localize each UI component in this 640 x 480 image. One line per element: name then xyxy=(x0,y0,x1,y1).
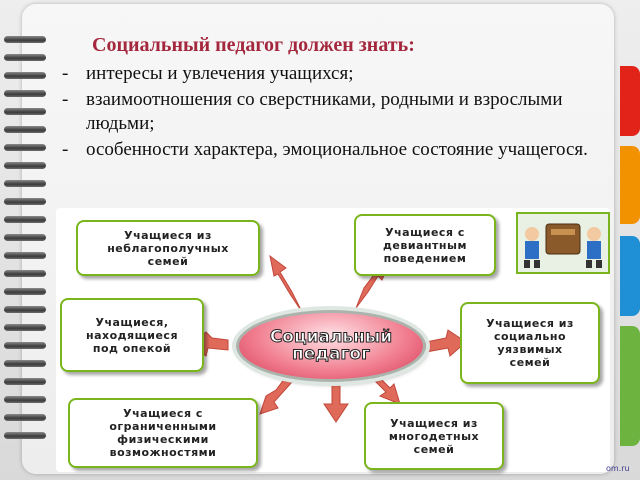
watermark-text: om.ru xyxy=(606,464,630,473)
group-box-under-guardianship: Учащиеся, находящиеся под опекой xyxy=(60,298,204,372)
group-box-dysfunctional-families: Учащиеся из неблагополучных семей xyxy=(76,220,260,276)
ring-icon xyxy=(4,126,46,133)
group-box-socially-vulnerable: Учащиеся из социально уязвимых семей xyxy=(460,302,600,384)
center-ellipse: Социальный педагог xyxy=(236,310,426,382)
ring-icon xyxy=(4,72,46,79)
ring-icon xyxy=(4,198,46,205)
ring-icon xyxy=(4,90,46,97)
arrow-icon xyxy=(269,254,303,313)
tab-orange xyxy=(620,146,640,224)
children-picture-icon xyxy=(524,223,602,268)
group-box-deviant-behavior: Учащиеся с девиантным поведением xyxy=(354,214,496,276)
arrow-icon xyxy=(323,383,349,423)
spiral-rings xyxy=(4,36,46,456)
ring-icon xyxy=(4,378,46,385)
arrow-icon xyxy=(259,373,293,415)
bullet-list: интересы и увлечения учащихся; взаимоотн… xyxy=(60,62,600,164)
group-box-large-families: Учащиеся из многодетных семей xyxy=(364,402,504,470)
ring-icon xyxy=(4,216,46,223)
bullet-item: взаимоотношения со сверстниками, родными… xyxy=(60,88,600,136)
ring-icon xyxy=(4,360,46,367)
arrow-icon xyxy=(425,329,467,357)
tab-green xyxy=(620,326,640,446)
ring-icon xyxy=(4,180,46,187)
children-illustration xyxy=(516,212,610,274)
ring-icon xyxy=(4,396,46,403)
tab-red xyxy=(620,66,640,136)
ring-icon xyxy=(4,108,46,115)
ring-icon xyxy=(4,270,46,277)
bullet-item: интересы и увлечения учащихся; xyxy=(60,62,600,86)
slide-title: Социальный педагог должен знать: xyxy=(92,34,415,56)
ring-icon xyxy=(4,414,46,421)
ring-icon xyxy=(4,432,46,439)
ring-icon xyxy=(4,288,46,295)
ring-icon xyxy=(4,324,46,331)
group-box-disabilities: Учащиеся с ограниченными физическими воз… xyxy=(68,398,258,468)
ring-icon xyxy=(4,342,46,349)
ring-icon xyxy=(4,36,46,43)
ring-icon xyxy=(4,234,46,241)
ring-icon xyxy=(4,144,46,151)
diagram-area: Социальный педагог Учащиеся из неблагопо… xyxy=(56,208,610,472)
ring-icon xyxy=(4,306,46,313)
ring-icon xyxy=(4,252,46,259)
ring-icon xyxy=(4,162,46,169)
ring-icon xyxy=(4,54,46,61)
bullet-item: особенности характера, эмоциональное сос… xyxy=(60,138,600,162)
tab-blue xyxy=(620,236,640,316)
arrow-icon xyxy=(371,373,401,405)
